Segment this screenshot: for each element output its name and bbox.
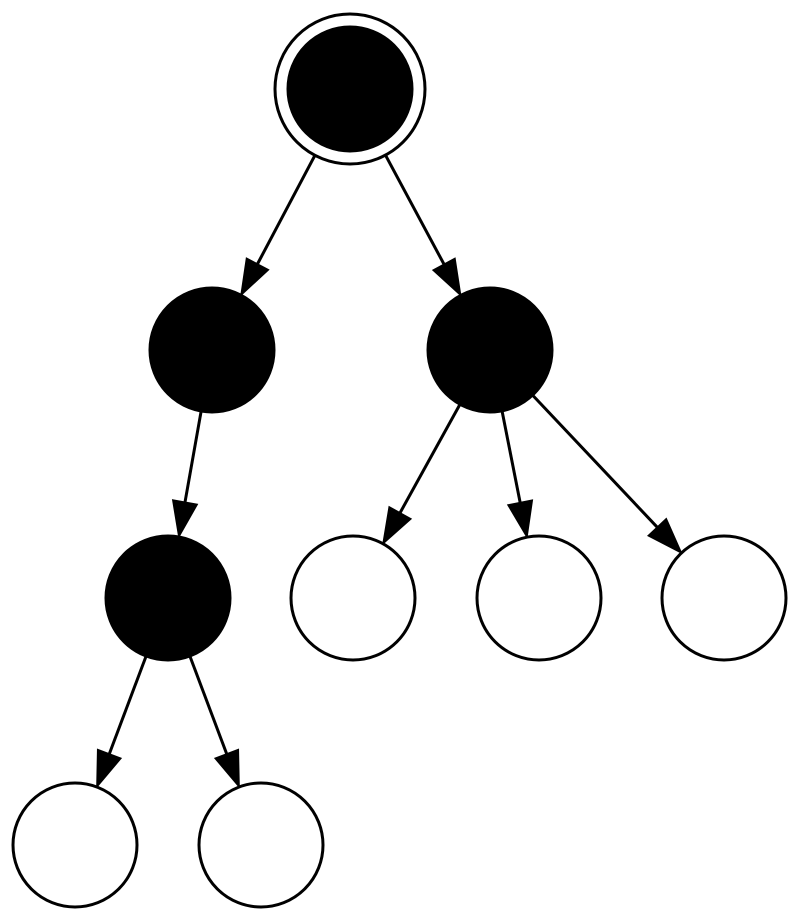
arrowhead xyxy=(382,505,413,546)
edge-a1-a1y xyxy=(188,655,240,789)
arrowhead xyxy=(171,499,199,539)
node-a xyxy=(148,286,276,414)
node-b1 xyxy=(289,534,417,662)
filled-node-circle xyxy=(286,25,414,153)
edge-line xyxy=(500,410,522,504)
edge-line xyxy=(398,403,462,514)
filled-node-circle xyxy=(148,286,276,414)
node-b3 xyxy=(660,534,788,662)
arrowhead xyxy=(506,499,534,540)
edge-line xyxy=(188,655,229,755)
node-b2 xyxy=(475,534,603,662)
node-a1 xyxy=(104,534,232,662)
edge-line xyxy=(384,155,446,266)
arrowhead xyxy=(213,748,240,789)
edge-b-b1 xyxy=(382,403,462,546)
edge-root-b xyxy=(384,155,462,298)
empty-node-circle xyxy=(475,534,603,662)
edge-a-a1 xyxy=(171,410,203,539)
node-b xyxy=(426,286,554,414)
empty-node-circle xyxy=(11,781,139,909)
filled-node-circle xyxy=(104,534,232,662)
node-a1x xyxy=(11,781,139,909)
empty-node-circle xyxy=(289,534,417,662)
arrowhead xyxy=(646,517,683,555)
nodes xyxy=(11,12,788,909)
arrowhead xyxy=(240,257,270,297)
edge-a1-a1x xyxy=(96,655,148,789)
empty-node-circle xyxy=(660,534,788,662)
node-root xyxy=(273,12,427,166)
edge-line xyxy=(531,394,659,529)
edge-line xyxy=(107,655,148,755)
empty-node-circle xyxy=(197,781,325,909)
edge-line xyxy=(256,155,316,265)
edges xyxy=(96,155,683,789)
filled-node-circle xyxy=(426,286,554,414)
node-a1y xyxy=(197,781,325,909)
arrowhead xyxy=(431,257,462,298)
edge-b-b3 xyxy=(531,394,683,555)
arrowhead xyxy=(96,748,123,789)
edge-b-b2 xyxy=(500,410,534,540)
edge-root-a xyxy=(240,155,316,297)
edge-line xyxy=(183,410,203,503)
